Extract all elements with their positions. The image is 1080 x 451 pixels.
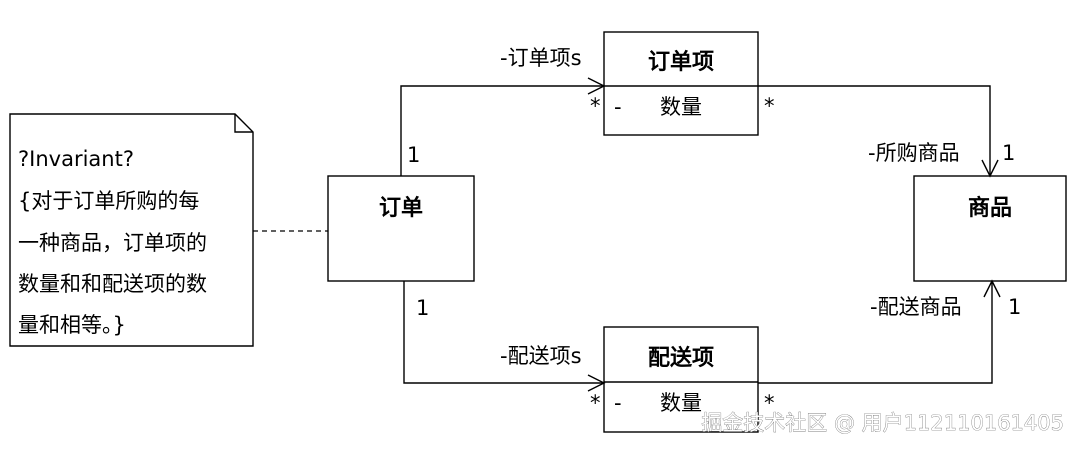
class-order-item: 订单项 - 数量 xyxy=(603,31,759,136)
class-delivery-item-name: 配送项 xyxy=(648,345,714,371)
note-line-1: ?Invariant? xyxy=(18,147,134,171)
class-order-name: 订单 xyxy=(379,196,423,221)
invariant-note: ?Invariant? {对于订单所购的每 一种商品，订单项的 数量和和配送项的… xyxy=(9,113,254,347)
mult-delivery-items-target: * xyxy=(590,391,601,415)
mult-order-items-source: 1 xyxy=(407,143,420,167)
class-order-item-name: 订单项 xyxy=(648,50,714,75)
mult-delivery-items-source: 1 xyxy=(416,296,429,320)
note-line-3: 一种商品，订单项的 xyxy=(18,231,207,255)
watermark: 掘金技术社区 @ 用户112110161405 xyxy=(701,411,1064,435)
delivery-item-attr-visibility: - xyxy=(614,391,622,415)
class-delivery-item: 配送项 - 数量 xyxy=(603,326,759,433)
mult-purchased-product-target: 1 xyxy=(1002,141,1015,165)
assoc-order-to-delivery-item: -配送项s 1 * xyxy=(403,281,606,415)
class-product-name: 商品 xyxy=(968,195,1012,221)
assoc-order-to-order-item: -订单项s 1 * xyxy=(400,46,606,176)
mult-delivered-product-target: 1 xyxy=(1008,295,1021,319)
assoc-delivery-item-to-product: -配送商品 * 1 xyxy=(758,279,1021,415)
class-product: 商品 xyxy=(913,175,1067,282)
note-line-2: {对于订单所购的每 xyxy=(18,189,199,213)
delivery-item-attr-name: 数量 xyxy=(660,391,702,415)
assoc-order-item-to-product: -所购商品 * 1 xyxy=(758,85,1015,178)
role-purchased-product: -所购商品 xyxy=(868,141,960,165)
role-delivered-product: -配送商品 xyxy=(870,295,962,319)
note-line-5: 量和相等。} xyxy=(18,313,126,337)
mult-delivered-product-source: * xyxy=(764,391,775,415)
class-order: 订单 xyxy=(327,175,475,282)
note-line-4: 数量和和配送项的数 xyxy=(18,272,207,296)
mult-order-items-target: * xyxy=(590,94,601,118)
mult-purchased-product-source: * xyxy=(764,94,775,118)
role-order-items: -订单项s xyxy=(500,46,582,70)
role-delivery-items: -配送项s xyxy=(500,344,582,368)
order-item-attr-name: 数量 xyxy=(660,95,702,119)
order-item-attr-visibility: - xyxy=(614,95,622,119)
